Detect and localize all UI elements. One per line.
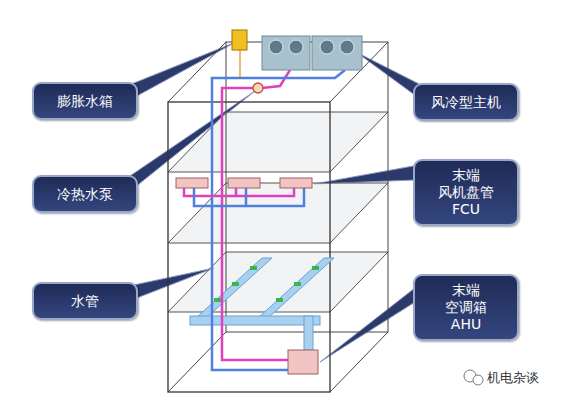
diffuser	[250, 266, 257, 270]
building-back-edge	[226, 42, 388, 332]
callout-text: 膨胀水箱	[57, 93, 113, 110]
callout-text: 末端 风机盘管 FCU	[436, 167, 496, 218]
diffusers	[214, 266, 319, 302]
watermark-icon	[473, 375, 483, 385]
callout-text: 水管	[71, 293, 99, 310]
diffuser	[312, 266, 319, 270]
callout-box: 末端 风机盘管 FCU	[413, 159, 519, 226]
fan-coil-unit	[280, 178, 312, 188]
fan-coil-unit	[176, 178, 208, 188]
supply-pipe	[184, 188, 294, 196]
watermark-text: 机电杂谈	[487, 369, 539, 387]
chiller-fan	[320, 40, 334, 54]
callout-text: 风冷型主机	[431, 94, 501, 111]
expansion-tank	[232, 30, 247, 50]
floor-slab	[168, 112, 388, 172]
diffuser	[276, 298, 283, 302]
callout-text: 冷热水泵	[57, 186, 113, 203]
callout-pointer	[124, 42, 236, 103]
chiller-unit	[312, 36, 362, 70]
return-pipe	[212, 70, 345, 370]
diffuser	[232, 282, 239, 286]
chiller-fan	[340, 40, 354, 54]
expansion-pipe	[239, 50, 241, 78]
callout-pointers	[124, 42, 427, 362]
callout-box: 风冷型主机	[413, 83, 519, 121]
air-handling-unit	[288, 350, 318, 374]
building-edge	[168, 42, 388, 392]
building-front-edge	[168, 102, 330, 392]
chiller-unit	[262, 36, 310, 70]
callout-box: 冷热水泵	[32, 175, 138, 213]
water-pump	[253, 83, 263, 93]
callout-text: 末端 空调箱 AHU	[436, 282, 496, 333]
return-pipe	[194, 188, 304, 206]
air-duct	[196, 258, 272, 318]
callout-box: 膨胀水箱	[32, 82, 138, 120]
diffuser	[214, 298, 221, 302]
callout-box: 水管	[32, 282, 138, 320]
chiller-fan	[289, 40, 303, 54]
diffuser	[294, 282, 301, 286]
main-duct	[190, 316, 320, 325]
floor-slab	[168, 183, 388, 243]
supply-pipe	[222, 70, 290, 360]
fan-coil-unit	[228, 178, 260, 188]
callout-box: 末端 空调箱 AHU	[413, 274, 519, 341]
chiller-fan	[269, 40, 283, 54]
riser-duct	[304, 316, 313, 350]
air-duct	[258, 258, 334, 318]
